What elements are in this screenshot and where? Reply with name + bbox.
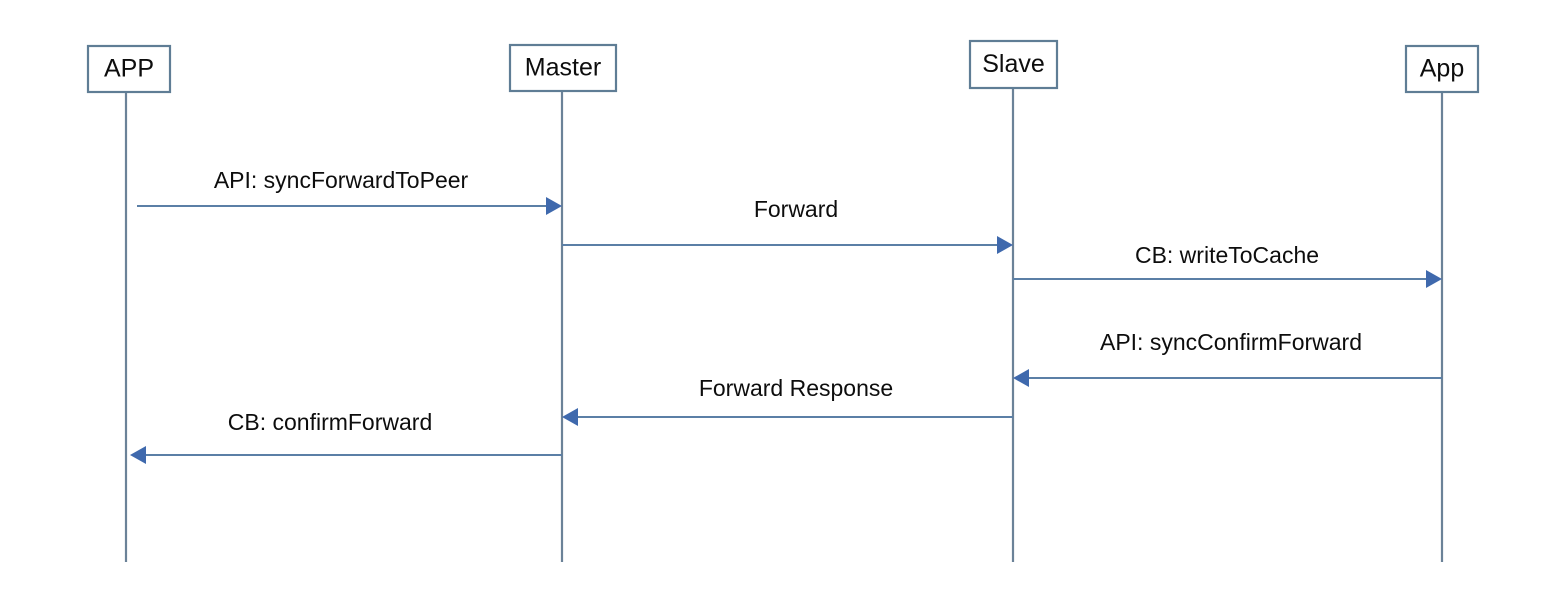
lifeline-box-master[interactable] xyxy=(508,43,618,93)
lifeline-app-left[interactable]: APP xyxy=(86,44,172,562)
lifeline-app-right[interactable]: App xyxy=(1404,44,1480,562)
message-arrowhead-m4 xyxy=(1013,369,1029,387)
lifeline-box-app-right[interactable] xyxy=(1404,44,1480,94)
message-m6[interactable]: CB: confirmForward xyxy=(130,409,562,464)
message-arrowhead-m1 xyxy=(546,197,562,215)
message-label-m1: API: syncForwardToPeer xyxy=(214,167,469,193)
lifeline-label-app-right: App xyxy=(1420,55,1464,83)
lifeline-master[interactable]: Master xyxy=(508,43,618,562)
message-m4[interactable]: API: syncConfirmForward xyxy=(1013,329,1442,387)
message-arrowhead-m5 xyxy=(562,408,578,426)
message-label-m4: API: syncConfirmForward xyxy=(1100,329,1362,355)
lifeline-label-master: Master xyxy=(525,54,601,82)
message-label-m6: CB: confirmForward xyxy=(228,409,432,435)
message-label-m3: CB: writeToCache xyxy=(1135,242,1319,268)
message-label-m5: Forward Response xyxy=(699,375,893,401)
message-m3[interactable]: CB: writeToCache xyxy=(1013,242,1442,288)
lifeline-box-app-left[interactable] xyxy=(86,44,172,94)
lifelines-layer: APP Master Slave App xyxy=(86,39,1480,562)
message-m1[interactable]: API: syncForwardToPeer xyxy=(137,167,562,215)
message-m2[interactable]: Forward xyxy=(562,196,1013,254)
lifeline-box-slave[interactable] xyxy=(968,39,1059,90)
message-arrowhead-m3 xyxy=(1426,270,1442,288)
message-arrowhead-m2 xyxy=(997,236,1013,254)
lifeline-label-slave: Slave xyxy=(982,50,1045,78)
message-arrowhead-m6 xyxy=(130,446,146,464)
lifeline-slave[interactable]: Slave xyxy=(968,39,1059,562)
message-label-m2: Forward xyxy=(754,196,838,222)
message-m5[interactable]: Forward Response xyxy=(562,375,1013,426)
lifeline-label-app-left: APP xyxy=(104,55,154,83)
